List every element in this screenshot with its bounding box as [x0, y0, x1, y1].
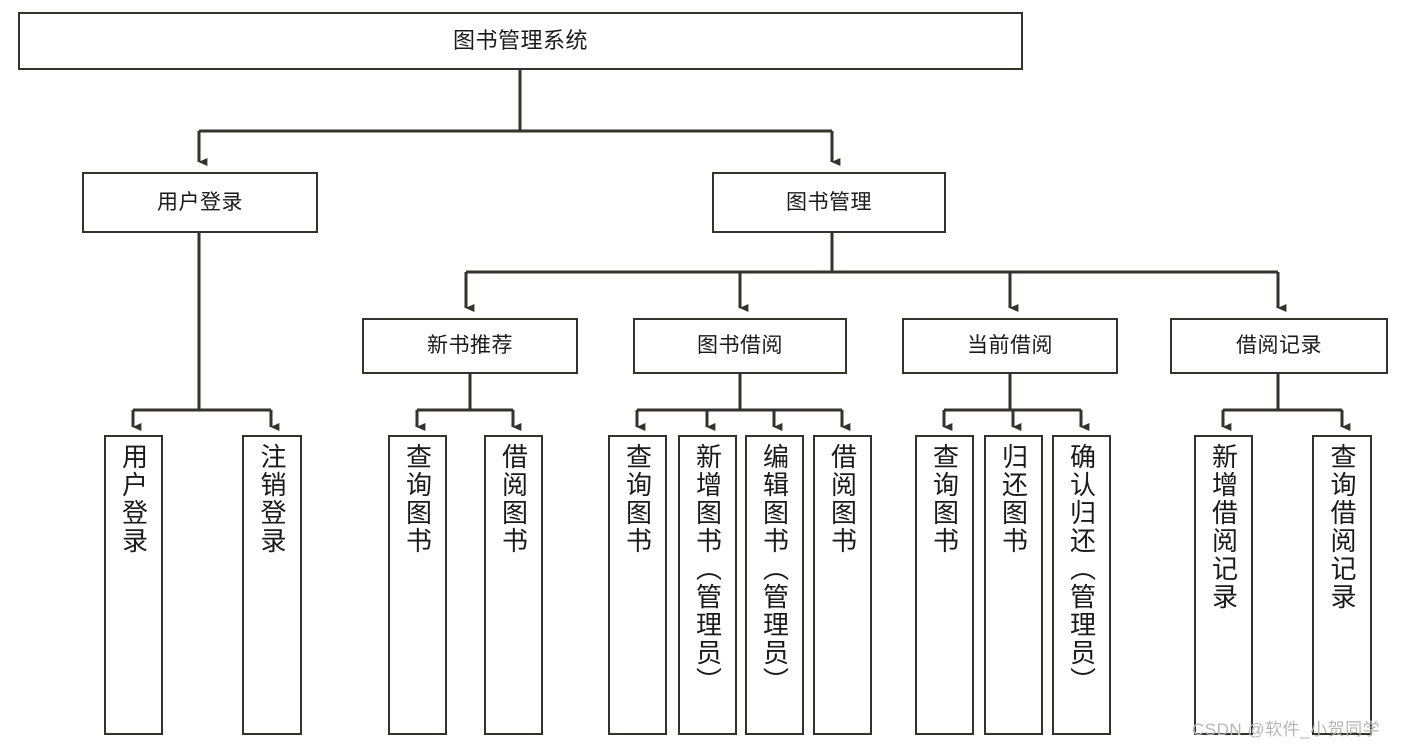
- node-label: 注销登录: [257, 443, 287, 555]
- node-label: 当前借阅: [967, 334, 1053, 358]
- node-borrow-record[interactable]: 借阅记录: [1170, 318, 1388, 374]
- node-label: 图书管理系统: [452, 27, 588, 53]
- node-label: 新增借阅记录: [1208, 443, 1239, 611]
- leaf-book-borrow-edit[interactable]: 编辑图书（管理员）: [745, 435, 804, 735]
- watermark-text: CSDN @软件_小贺同学: [1192, 720, 1381, 739]
- node-root-system[interactable]: 图书管理系统: [18, 12, 1023, 70]
- leaf-borrow-record-add[interactable]: 新增借阅记录: [1194, 435, 1253, 735]
- node-label: 查询图书: [402, 443, 433, 555]
- node-label: 新增图书（管理员）: [692, 443, 723, 695]
- node-label: 归还图书: [998, 443, 1029, 555]
- leaf-user-login-logout[interactable]: 注销登录: [242, 435, 302, 735]
- node-label: 借阅图书: [827, 443, 858, 555]
- leaf-current-borrow-return[interactable]: 归还图书: [984, 435, 1043, 735]
- leaf-current-borrow-confirm[interactable]: 确认归还（管理员）: [1052, 435, 1111, 735]
- leaf-current-borrow-query[interactable]: 查询图书: [915, 435, 974, 735]
- node-label: 查询图书: [929, 443, 960, 555]
- node-book-management[interactable]: 图书管理: [712, 172, 946, 233]
- leaf-book-borrow-query[interactable]: 查询图书: [608, 435, 667, 735]
- node-label: 借阅图书: [498, 443, 529, 555]
- leaf-book-borrow-add[interactable]: 新增图书（管理员）: [678, 435, 737, 735]
- leaf-new-book-query[interactable]: 查询图书: [388, 435, 447, 735]
- leaf-user-login-login[interactable]: 用户登录: [104, 435, 163, 735]
- leaf-new-book-borrow[interactable]: 借阅图书: [484, 435, 543, 735]
- node-current-borrow[interactable]: 当前借阅: [902, 318, 1118, 374]
- node-label: 图书借阅: [697, 334, 783, 358]
- node-label: 图书管理: [786, 190, 872, 214]
- leaf-borrow-record-query[interactable]: 查询借阅记录: [1312, 435, 1372, 735]
- node-new-book-recommend[interactable]: 新书推荐: [362, 318, 578, 374]
- node-label: 查询图书: [622, 443, 653, 555]
- node-label: 新书推荐: [427, 334, 513, 358]
- node-label: 用户登录: [157, 190, 243, 214]
- leaf-book-borrow-lend[interactable]: 借阅图书: [813, 435, 872, 735]
- node-book-borrow[interactable]: 图书借阅: [633, 318, 847, 374]
- node-user-login[interactable]: 用户登录: [82, 172, 318, 233]
- node-label: 查询借阅记录: [1327, 443, 1357, 611]
- node-label: 用户登录: [118, 443, 149, 555]
- node-label: 借阅记录: [1236, 334, 1322, 358]
- node-label: 确认归还（管理员）: [1066, 443, 1097, 695]
- node-label: 编辑图书（管理员）: [759, 443, 790, 695]
